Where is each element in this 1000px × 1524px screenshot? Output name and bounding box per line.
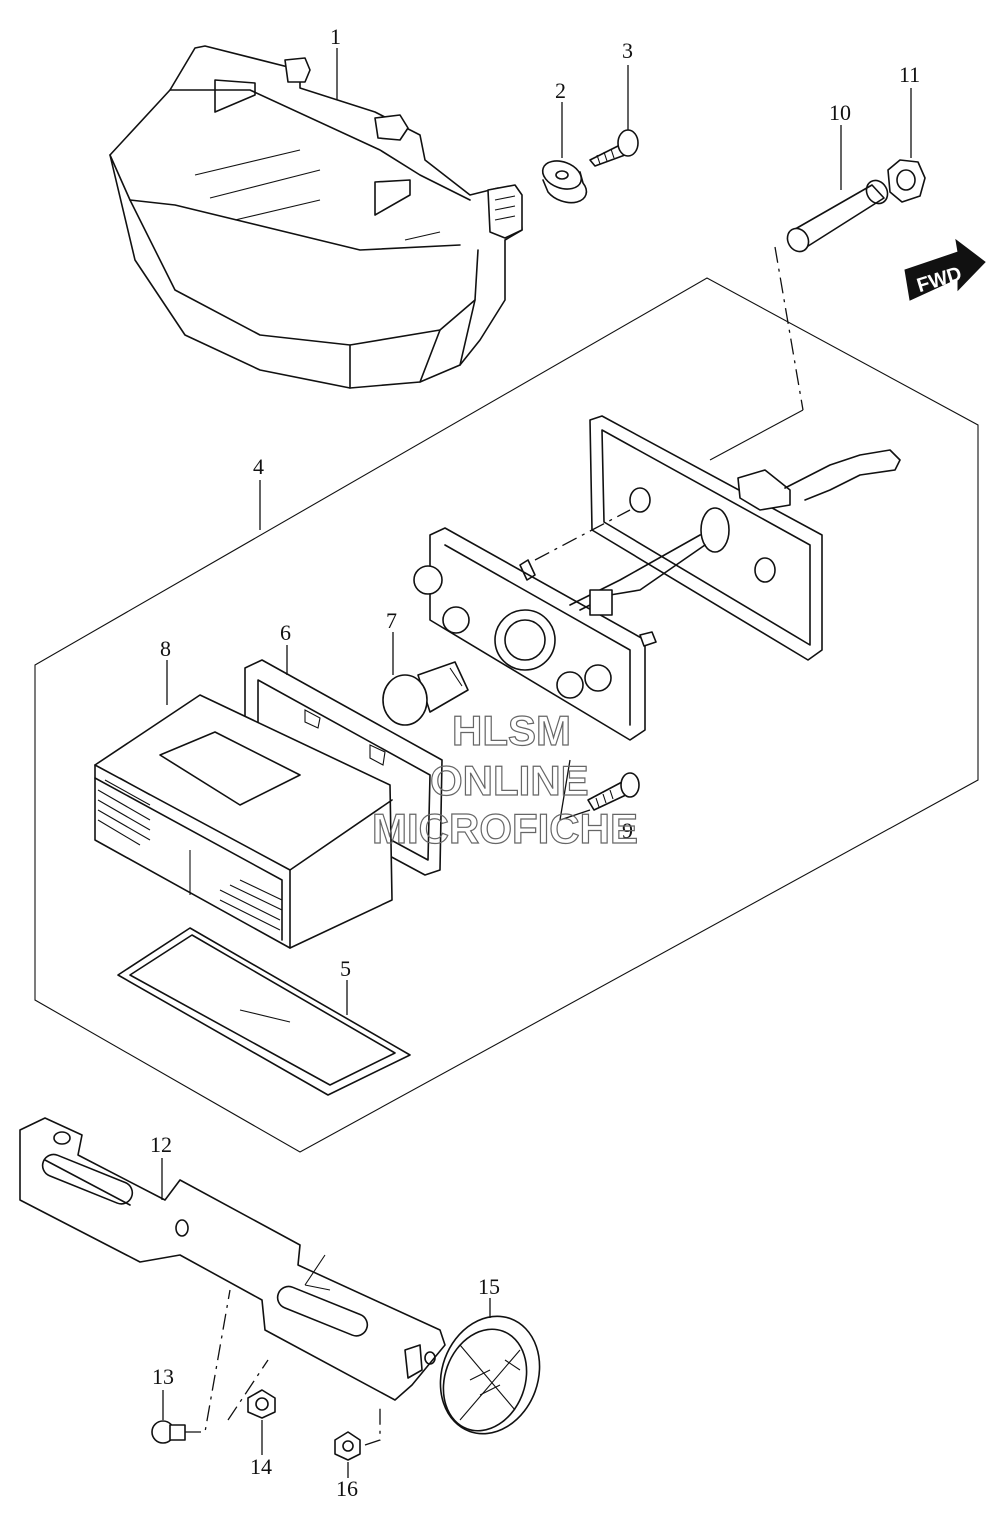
callout-leaders: [161, 48, 912, 1478]
callout-6: 6: [280, 620, 291, 645]
lens-hatching: [97, 777, 283, 931]
callout-13: 13: [152, 1364, 174, 1389]
assembly-box-outline: [34, 277, 979, 1153]
watermark: HLSM ONLINE MICROFICHE: [371, 706, 638, 852]
leader-collar: [774, 246, 804, 411]
forward-arrow-icon: FWD: [904, 238, 986, 301]
reflector-part-15: [439, 1315, 541, 1435]
callout-1: 1: [330, 24, 341, 49]
callout-7: 7: [386, 608, 397, 633]
collar-part-10: [786, 179, 889, 253]
lens-part-8: [94, 694, 393, 949]
watermark-line-2: ONLINE: [430, 757, 589, 804]
washer-part-2: [541, 160, 588, 204]
bracket-part-12: [19, 1117, 446, 1401]
nut-part-11: [887, 159, 926, 203]
watermark-line-1: HLSM: [452, 707, 571, 754]
callout-5: 5: [340, 956, 351, 981]
callout-16: 16: [336, 1476, 358, 1501]
nut-part-14: [227, 1359, 276, 1421]
screw-part-3: [589, 129, 639, 167]
callout-4: 4: [253, 454, 264, 479]
callout-8: 8: [160, 636, 171, 661]
callout-2: 2: [555, 78, 566, 103]
callout-10: 10: [829, 100, 851, 125]
callout-15: 15: [478, 1274, 500, 1299]
bulb-part-7: [382, 661, 469, 726]
callout-12: 12: [150, 1132, 172, 1157]
bulb-socket: [413, 509, 706, 741]
callout-14: 14: [250, 1454, 272, 1479]
plate-part-5: [117, 927, 411, 1096]
nut-part-16: [334, 1405, 381, 1461]
callout-3: 3: [622, 38, 633, 63]
license-plate-base: [589, 415, 901, 661]
callout-9: 9: [622, 818, 633, 843]
callout-labels: 1 2 3 4 5 6 7 8 9 10 11 12 13 14 15 16: [150, 24, 920, 1501]
tail-light-assembly: [109, 45, 523, 389]
screw-part-13: [151, 1289, 231, 1444]
callout-11: 11: [899, 62, 920, 87]
watermark-line-3: MICROFICHE: [372, 805, 638, 852]
screw-part-9: [559, 759, 640, 821]
